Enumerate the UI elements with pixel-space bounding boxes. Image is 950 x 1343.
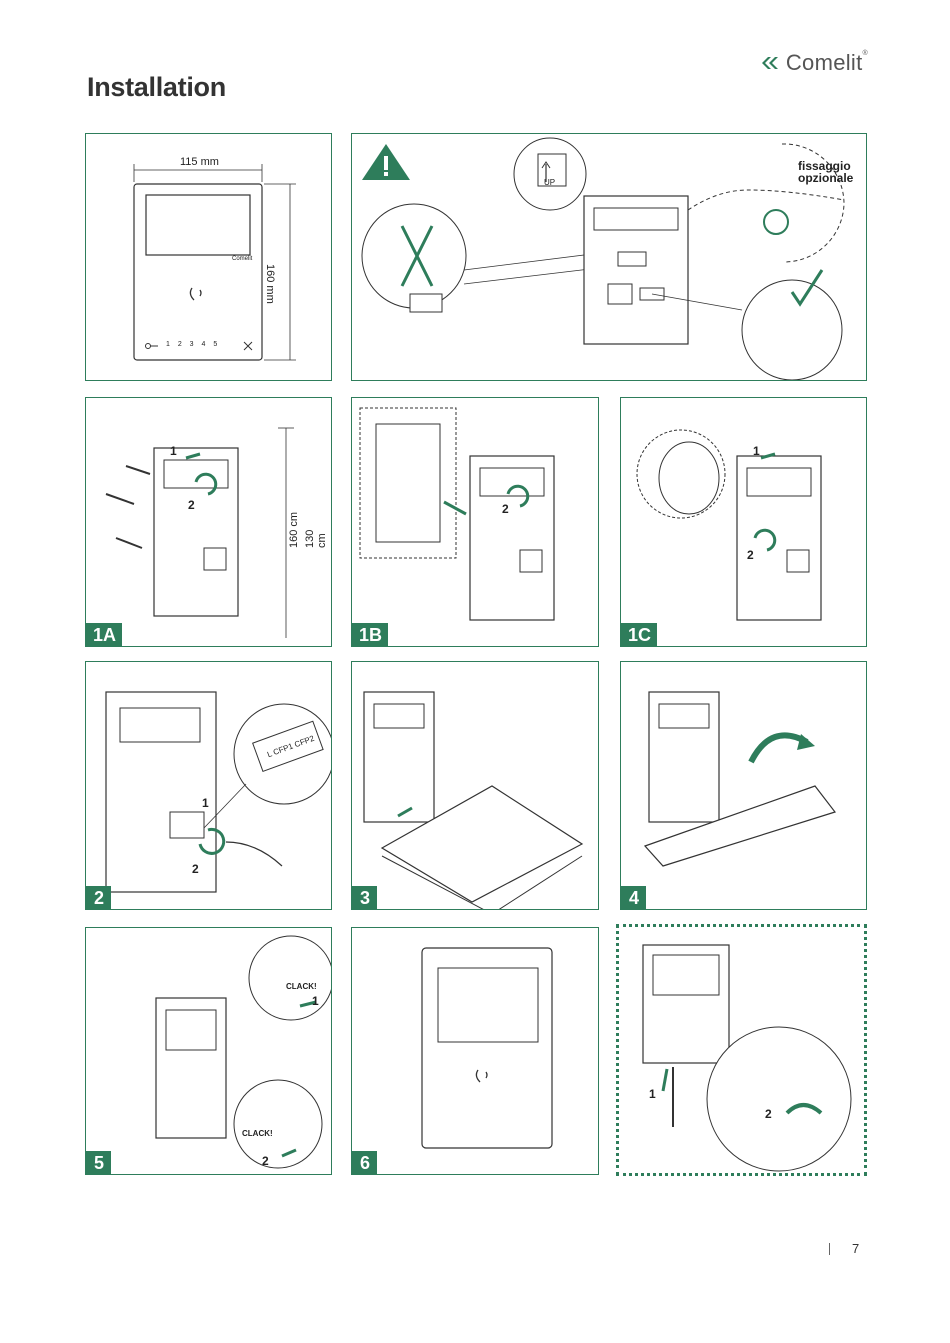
clack-label-top: CLACK! <box>286 982 317 991</box>
step-3-hook-monitor-drawing <box>352 662 598 909</box>
removal-number-2: 2 <box>765 1107 772 1121</box>
panel-step-5: CLACK! 1 CLACK! 2 5 <box>85 927 332 1175</box>
step-badge-1a: 1A <box>86 623 122 646</box>
step-badge-1c: 1C <box>621 623 657 646</box>
step-5-click-monitor-drawing <box>86 928 331 1174</box>
brand-name: Comelit® <box>786 50 868 76</box>
step-5-number-1: 1 <box>312 994 319 1008</box>
footer-separator <box>829 1243 830 1255</box>
height-dimension: 160 mm <box>264 264 276 304</box>
panel-step-1c: 1 2 1C <box>620 397 867 647</box>
comelit-logo-icon <box>760 56 782 70</box>
step-1b-box-mount-drawing <box>352 398 598 646</box>
page-number: 7 <box>852 1241 859 1256</box>
panel-step-1b: 2 1B <box>351 397 599 647</box>
removal-number-1: 1 <box>649 1087 656 1101</box>
width-dimension: 115 mm <box>180 156 219 168</box>
step-5-number-2: 2 <box>262 1154 269 1168</box>
key-numbers: 1 2 3 4 5 <box>166 341 220 348</box>
removal-screwdriver-drawing <box>619 927 864 1173</box>
panel-step-4: 4 <box>620 661 867 910</box>
step-2-number-1: 1 <box>202 796 209 810</box>
step-badge-5: 5 <box>86 1151 111 1174</box>
step-2-number-2: 2 <box>192 862 199 876</box>
step-badge-6: 6 <box>352 1151 377 1174</box>
height-130cm: 130 cm <box>304 521 328 548</box>
step-6-installed-monitor-drawing <box>352 928 598 1174</box>
step-1c-round-box-drawing <box>621 398 866 646</box>
panel-step-3: 3 <box>351 661 599 910</box>
height-160cm: 160 cm <box>288 512 300 548</box>
step-2-wiring-drawing <box>86 662 331 909</box>
step-badge-4: 4 <box>621 886 646 909</box>
panel-step-removal: 1 2 <box>616 924 867 1176</box>
step-badge-2: 2 <box>86 886 111 909</box>
panel-dimensions: 115 mm 160 mm Comelit 1 2 3 4 5 <box>85 133 332 381</box>
up-label: UP <box>544 178 555 187</box>
step-1c-number-1: 1 <box>753 444 760 458</box>
panel-warning-mounting: UP fissaggio opzionale <box>351 133 867 381</box>
optional-fixing-label: fissaggio opzionale <box>798 160 862 184</box>
step-1a-number-1: 1 <box>170 444 177 458</box>
clack-label-bottom: CLACK! <box>242 1129 273 1138</box>
step-badge-3: 3 <box>352 886 377 909</box>
brand-logo: Comelit® <box>760 50 868 76</box>
step-1a-number-2: 2 <box>188 498 195 512</box>
step-1c-number-2: 2 <box>747 548 754 562</box>
page-title: Installation <box>87 72 226 103</box>
panel-step-1a: 1 2 160 cm 130 cm 1A <box>85 397 332 647</box>
step-1b-number-2: 2 <box>502 502 509 516</box>
step-badge-1b: 1B <box>352 623 388 646</box>
panel-step-6: 6 <box>351 927 599 1175</box>
step-4-close-monitor-drawing <box>621 662 866 909</box>
front-logo: Comelit <box>232 256 252 262</box>
mounting-plate-warning-drawing <box>352 134 866 380</box>
panel-step-2: 1 2 L CFP1 CFP2 2 <box>85 661 332 910</box>
